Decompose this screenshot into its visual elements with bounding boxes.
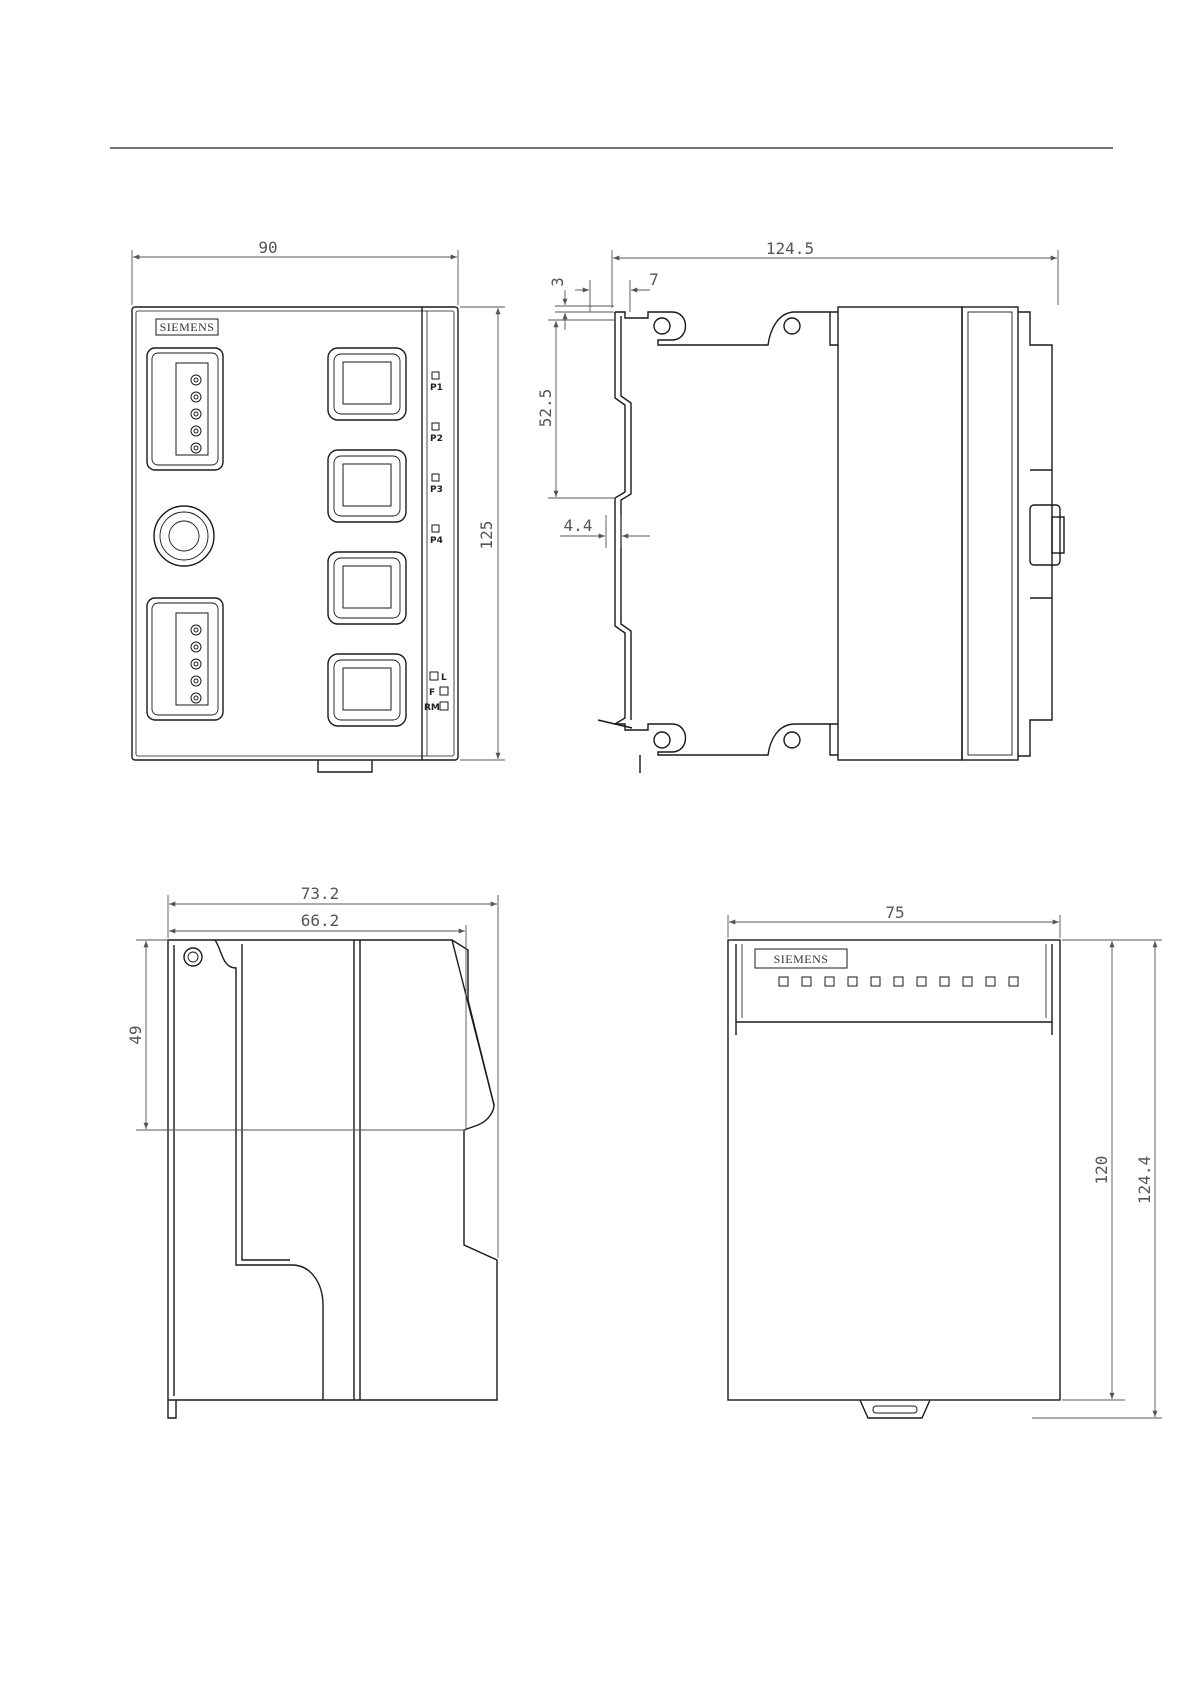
port-label-p3: P3	[430, 485, 443, 495]
dim-side-depth: 124.5	[766, 239, 814, 258]
port-label-p2: P2	[430, 434, 443, 444]
terminal-pin	[191, 443, 201, 453]
status-led-rm: RM	[424, 703, 440, 713]
dim-top-height-outer: 124.4	[1135, 1156, 1154, 1204]
front-terminal-details	[191, 375, 201, 703]
side-left-dimension-lines	[136, 895, 498, 1258]
dim-left-height: 49	[126, 1025, 145, 1044]
dim-side-offset-hook: 7	[649, 270, 659, 289]
terminal-pin-center	[194, 429, 198, 433]
dim-front-width: 90	[258, 238, 277, 257]
terminal-pin	[191, 642, 201, 652]
dim-left-outer-width: 73.2	[301, 884, 340, 903]
terminal-pin	[191, 659, 201, 669]
status-led-f: F	[429, 688, 435, 698]
terminal-pin-center	[194, 446, 198, 450]
terminal-pin	[191, 409, 201, 419]
front-view	[132, 307, 458, 772]
terminal-pin	[191, 392, 201, 402]
dim-left-inner-width: 66.2	[301, 911, 340, 930]
terminal-pin	[191, 676, 201, 686]
side-view-right	[598, 307, 1064, 773]
terminal-pin-center	[194, 679, 198, 683]
dim-top-width: 75	[885, 903, 904, 922]
terminal-pin-center	[194, 662, 198, 666]
top-brand-label: SIEMENS	[774, 952, 829, 966]
port-label-p4: P4	[430, 536, 443, 546]
dim-side-offset-top: 3	[548, 277, 567, 287]
port-label-p1: P1	[430, 383, 443, 393]
terminal-pin-center	[194, 696, 198, 700]
side-view-left	[168, 940, 497, 1418]
terminal-pin	[191, 625, 201, 635]
rj45-ports	[328, 348, 406, 726]
dim-top-height-inner: 120	[1092, 1156, 1111, 1185]
terminal-pin-center	[194, 645, 198, 649]
dim-side-rail-height: 52.5	[536, 389, 555, 428]
terminal-pin-center	[194, 378, 198, 382]
status-led-l: L	[441, 673, 447, 683]
terminal-pin	[191, 375, 201, 385]
terminal-pin	[191, 426, 201, 436]
terminal-pin-center	[194, 412, 198, 416]
top-view	[728, 940, 1060, 1418]
terminal-pin	[191, 693, 201, 703]
dim-side-rail-gap: 4.4	[564, 516, 593, 535]
top-led-row	[779, 977, 1018, 986]
terminal-pin-center	[194, 395, 198, 399]
dim-front-height: 125	[477, 521, 496, 550]
front-brand-label: SIEMENS	[160, 320, 215, 334]
terminal-pin-center	[194, 628, 198, 632]
